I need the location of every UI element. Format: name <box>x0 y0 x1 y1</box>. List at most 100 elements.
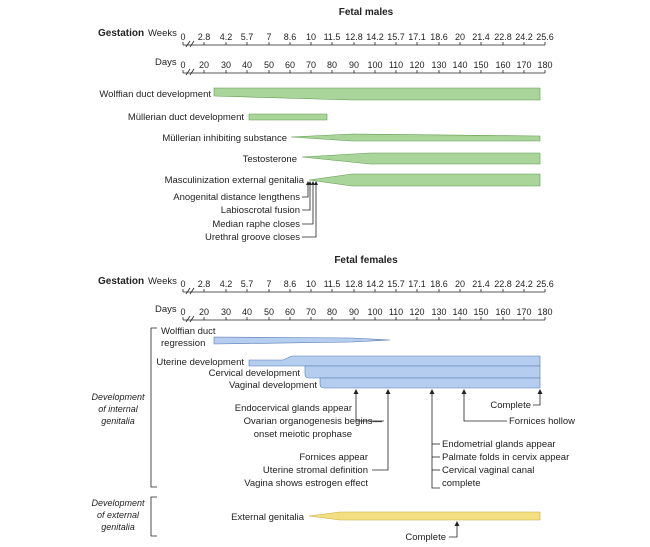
group-internal-1: Development <box>91 392 145 402</box>
cervical-bar <box>304 365 541 379</box>
external-complete-label: Complete <box>405 532 446 543</box>
males-weeks-label: Weeks <box>148 28 177 39</box>
wolffian-regression-bar <box>213 336 391 345</box>
event-vagina-estrogen: Vagina shows estrogen effect <box>244 478 368 489</box>
males-gestation-label: Gestation <box>98 28 144 39</box>
wolffian-development-label: Wolffian duct development <box>99 89 211 100</box>
mis-label: Müllerian inhibiting substance <box>162 133 287 144</box>
mullerian-development-bar <box>248 113 328 121</box>
external-genitalia-label: External genitalia <box>231 512 305 523</box>
females-weeks-axis-break <box>185 287 195 295</box>
males-weeks-tick-13: 20 <box>455 32 465 42</box>
mullerian-development-label: Müllerian duct development <box>128 112 245 123</box>
wolffian-development-bar <box>213 87 541 101</box>
females-weeks-label: Weeks <box>148 276 177 287</box>
females-weeks-tick-2: 4.2 <box>220 279 233 289</box>
males-weeks-tick-7: 11.5 <box>324 32 341 42</box>
males-weeks-tick-16: 24.2 <box>515 32 533 42</box>
event-labioscrotal: Labioscrotal fusion <box>221 205 300 216</box>
males-weeks-tick-11: 17.1 <box>408 32 426 42</box>
males-event-arrowheads <box>306 181 318 185</box>
males-weeks-axis-break <box>185 40 195 48</box>
males-weeks-tick-4: 7 <box>266 32 271 42</box>
males-days-tick-6: 70 <box>306 60 316 70</box>
males-days-tick-9: 100 <box>367 60 382 70</box>
males-weeks-tick-6: 10 <box>306 32 316 42</box>
females-weeks-tick-11: 17.1 <box>408 279 426 289</box>
females-weeks-tick-15: 22.8 <box>494 279 512 289</box>
vaginal-bar <box>319 377 541 389</box>
females-event-leaders <box>355 391 541 489</box>
males-days-tick-2: 30 <box>221 60 231 70</box>
males-days-tick-15: 160 <box>495 60 510 70</box>
females-weeks-tick-1: 2.8 <box>198 279 211 289</box>
females-days-tick-2: 30 <box>221 307 231 317</box>
group-external-1: Development <box>91 498 145 508</box>
females-weeks-tick-17: 25.6 <box>536 279 554 289</box>
females-weeks-tick-6: 10 <box>306 279 316 289</box>
females-days-tick-15: 160 <box>495 307 510 317</box>
wolffian-regression-label-1: Wolffian duct <box>161 326 216 337</box>
event-endocervical: Endocervical glands appear <box>235 403 352 414</box>
females-days-tick-13: 140 <box>452 307 467 317</box>
females-weeks-tick-12: 18.6 <box>430 279 448 289</box>
males-weeks-tick-8: 12.8 <box>345 32 363 42</box>
females-days-label: Days <box>155 304 177 315</box>
event-meiotic: onset meiotic prophase <box>254 429 352 440</box>
females-days-tick-17: 180 <box>537 307 552 317</box>
event-median-raphe: Median raphe closes <box>212 219 300 230</box>
event-anogenital: Anogenital distance lengthens <box>173 192 300 203</box>
males-weeks-tick-2: 4.2 <box>220 32 233 42</box>
females-days-tick-7: 80 <box>327 307 337 317</box>
mis-bar <box>290 133 541 142</box>
males-weeks-tick-1: 2.8 <box>198 32 211 42</box>
females-weeks-tick-13: 20 <box>455 279 465 289</box>
males-days-tick-0: 0 <box>180 60 185 70</box>
males-days-tick-5: 60 <box>285 60 295 70</box>
females-days-tick-8: 90 <box>349 307 359 317</box>
males-days-tick-10: 110 <box>389 60 403 70</box>
event-canal: Cervical vaginal canal <box>442 465 534 476</box>
external-complete-leader <box>449 524 458 538</box>
females-days-tick-12: 130 <box>431 307 446 317</box>
males-days-label: Days <box>155 57 177 68</box>
males-days-tick-3: 40 <box>242 60 252 70</box>
females-gestation-label: Gestation <box>98 276 144 287</box>
males-days-tick-1: 20 <box>199 60 209 70</box>
males-weeks-tick-14: 21.4 <box>472 32 490 42</box>
event-endometrial: Endometrial glands appear <box>442 439 556 450</box>
internal-bracket <box>150 327 157 488</box>
females-weeks-tick-4: 7 <box>266 279 271 289</box>
males-days-tick-16: 170 <box>516 60 531 70</box>
event-canal-complete: complete <box>442 478 481 489</box>
females-days-tick-9: 100 <box>367 307 382 317</box>
external-complete-arrowhead <box>454 521 460 526</box>
event-uterine-stromal: Uterine stromal definition <box>263 465 368 476</box>
females-weeks-tick-5: 8.6 <box>284 279 297 289</box>
females-days-tick-4: 50 <box>264 307 274 317</box>
event-fornices-appear: Fornices appear <box>299 452 368 463</box>
group-internal-3: genitalia <box>101 416 135 426</box>
wolffian-regression-label-2: regression <box>161 338 205 349</box>
females-days-axis-break <box>185 315 195 323</box>
females-weeks-tick-10: 15.7 <box>387 279 405 289</box>
females-weeks-tick-8: 12.8 <box>345 279 363 289</box>
masculinization-bar <box>308 173 541 187</box>
group-internal-2: of internal <box>98 404 139 414</box>
group-external-2: of external <box>97 510 140 520</box>
uterine-bar <box>248 355 541 367</box>
males-weeks-tick-17: 25.6 <box>536 32 554 42</box>
females-days-tick-5: 60 <box>285 307 295 317</box>
uterine-label: Uterine development <box>156 357 244 368</box>
external-genitalia-bar <box>308 511 541 521</box>
females-days-tick-16: 170 <box>516 307 531 317</box>
males-weeks-tick-5: 8.6 <box>284 32 297 42</box>
females-days-tick-1: 20 <box>199 307 209 317</box>
males-days-tick-8: 90 <box>349 60 359 70</box>
